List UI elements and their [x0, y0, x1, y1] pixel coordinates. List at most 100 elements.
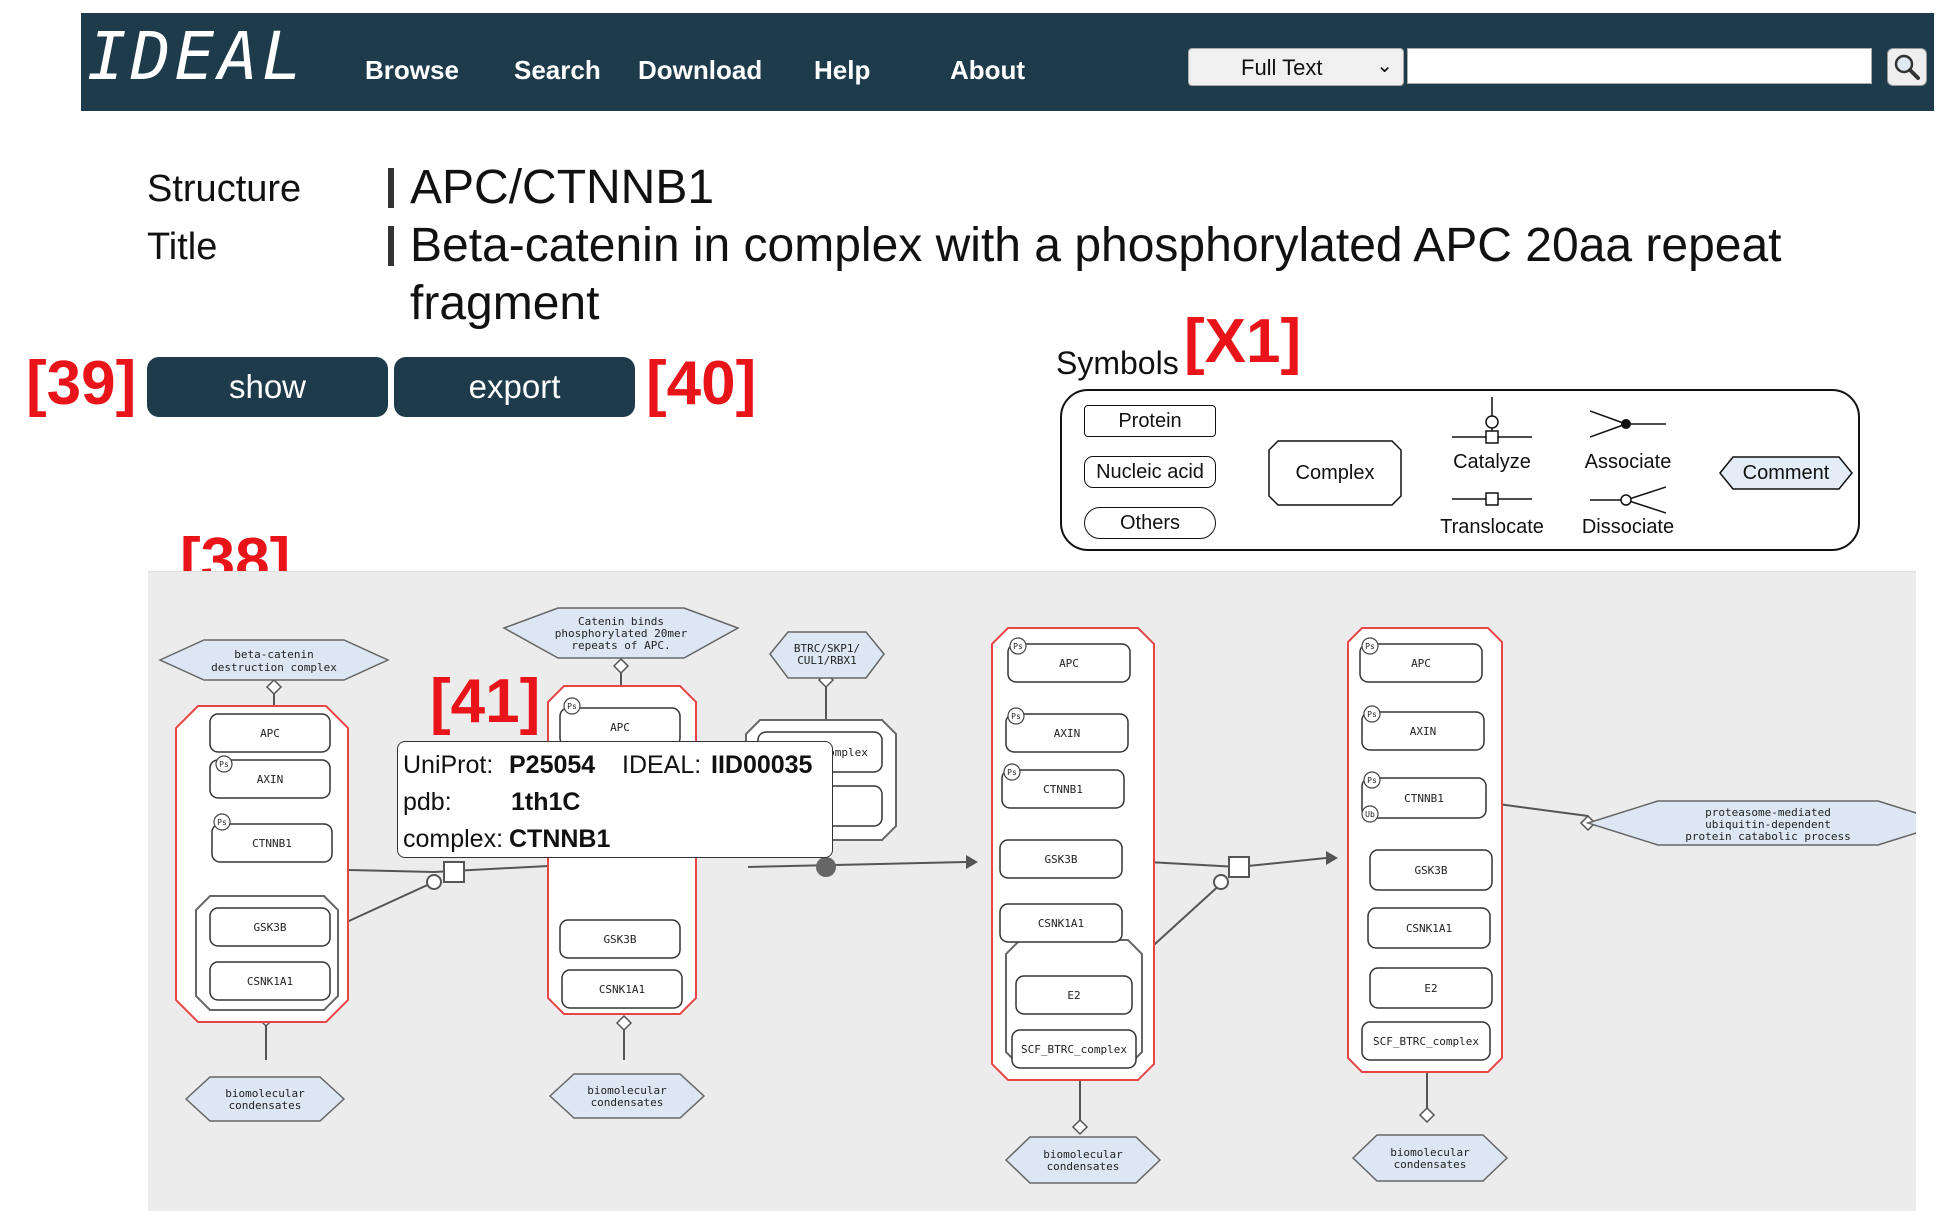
- label-ctnnb1-5: CTNNB1: [1404, 792, 1444, 805]
- ps-text: Ps: [1011, 712, 1021, 721]
- label-axin-5: AXIN: [1410, 725, 1437, 738]
- pathway-diagram: beta-catenin destruction complex Catenin…: [158, 607, 1939, 1184]
- node-csnk1a1-2[interactable]: [561, 969, 683, 1009]
- structure-value: APC/CTNNB1: [410, 161, 715, 214]
- node-tooltip: UniProt: P25054 IDEAL: IID00035 pdb: 1th…: [397, 741, 833, 858]
- nav-browse[interactable]: Browse: [365, 55, 459, 85]
- tooltip-pdb-label: pdb:: [403, 788, 452, 816]
- title-label: Title: [147, 226, 218, 268]
- label-axin-1: AXIN: [257, 773, 284, 786]
- node-apc-1[interactable]: [209, 713, 331, 753]
- node-scf-5[interactable]: [1361, 1021, 1491, 1061]
- nav-help[interactable]: Help: [814, 55, 871, 85]
- condensates-2-line2: condensates: [591, 1096, 664, 1109]
- node-axin-1[interactable]: [209, 759, 331, 799]
- top-nav-bar: IDEAL Browse Search Download Help About …: [81, 13, 1934, 111]
- legend-catalyze: Catalyze: [1453, 451, 1531, 473]
- node-csnk1a1-4[interactable]: [999, 903, 1123, 943]
- legend-others: Others: [1084, 507, 1216, 539]
- node-gsk3b-4[interactable]: [999, 839, 1123, 879]
- comment-catenin-binds[interactable]: [502, 607, 740, 659]
- node-gsk3b-1[interactable]: [209, 907, 331, 947]
- comment-condensates-3[interactable]: [1004, 1136, 1162, 1184]
- legend-dissociate: Dissociate: [1581, 516, 1675, 538]
- marker-40: [40]: [646, 349, 757, 418]
- show-button[interactable]: show: [147, 357, 388, 417]
- label-apc-5: APC: [1411, 657, 1431, 670]
- comment-proteasome[interactable]: [1585, 800, 1939, 846]
- ub-text: Ub: [1365, 810, 1375, 819]
- structure-label: Structure: [147, 168, 302, 210]
- nav-download[interactable]: Download: [638, 55, 763, 85]
- node-ctnnb1-5[interactable]: [1361, 777, 1487, 819]
- ps-marker: [1009, 637, 1027, 655]
- nav-search[interactable]: Search: [514, 55, 601, 85]
- node-gsk3b-5[interactable]: [1369, 849, 1493, 891]
- comment-proteasome-line2: ubiquitin-dependent: [1705, 818, 1831, 831]
- ps-text: Ps: [1365, 642, 1375, 651]
- ps-text: Ps: [1367, 710, 1377, 719]
- tooltip-pdb-value[interactable]: 1th1C: [511, 788, 581, 816]
- label-ctnnb1-4: CTNNB1: [1043, 783, 1083, 796]
- label-e2-5: E2: [1424, 982, 1437, 995]
- node-csnk1a1-1[interactable]: [209, 961, 331, 1001]
- ps-text: Ps: [567, 702, 577, 711]
- label-gsk3b-1: GSK3B: [253, 921, 286, 934]
- tooltip-uniprot-value[interactable]: P25054: [509, 751, 596, 779]
- node-axin-4[interactable]: [1005, 713, 1129, 753]
- tooltip-uniprot-label: UniProt:: [403, 751, 494, 779]
- comment-btrc-line2: CUL1/RBX1: [797, 654, 857, 667]
- export-button[interactable]: export: [394, 357, 635, 417]
- tooltip-ideal-label: IDEAL:: [622, 751, 702, 779]
- search-mode-value: Full Text: [1241, 55, 1323, 80]
- comment-btrc[interactable]: [769, 631, 885, 679]
- label-apc-4: APC: [1059, 657, 1079, 670]
- symbols-title: Symbols: [1056, 345, 1179, 381]
- node-e2-5[interactable]: [1369, 967, 1493, 1009]
- tooltip-ideal-value[interactable]: IID00035: [711, 751, 813, 779]
- node-ctnnb1-4[interactable]: [1001, 769, 1125, 809]
- ps-text: Ps: [219, 760, 229, 769]
- legend-associate-icon: [1590, 410, 1666, 438]
- label-scf-5: SCF_BTRC_complex: [1373, 1035, 1479, 1048]
- label-gsk3b-4: GSK3B: [1044, 853, 1077, 866]
- node-apc-4[interactable]: [1007, 643, 1131, 683]
- tooltip-complex-label: complex:: [403, 825, 504, 853]
- comment-proteasome-line1: proteasome-mediated: [1705, 806, 1831, 819]
- node-csnk1a1-5[interactable]: [1367, 907, 1491, 949]
- label-gsk3b-5: GSK3B: [1414, 864, 1447, 877]
- legend-nucleic-acid: Nucleic acid: [1084, 456, 1216, 488]
- condensates-1-line1: biomolecular: [225, 1087, 305, 1100]
- node-scf-4[interactable]: [1011, 1029, 1137, 1069]
- ideal-logo[interactable]: IDEAL: [87, 18, 306, 95]
- condensates-3-line2: condensates: [1047, 1160, 1120, 1173]
- condensates-4-line1: biomolecular: [1390, 1146, 1470, 1159]
- node-gsk3b-2[interactable]: [559, 919, 681, 959]
- search-input[interactable]: [1407, 48, 1872, 84]
- node-e2-4[interactable]: [1015, 975, 1133, 1015]
- label-gsk3b-2: GSK3B: [603, 933, 636, 946]
- node-ctnnb1-1[interactable]: [211, 823, 333, 863]
- search-icon: [1894, 54, 1920, 80]
- comment-condensates-1[interactable]: [184, 1076, 346, 1122]
- label-apc-2: APC: [610, 721, 630, 734]
- ps-text: Ps: [1007, 768, 1017, 777]
- node-apc-5[interactable]: [1359, 643, 1483, 683]
- nav-about[interactable]: About: [950, 55, 1026, 85]
- ps-marker: [1363, 771, 1381, 789]
- search-mode-select[interactable]: Full Text ⌄: [1188, 48, 1404, 86]
- comment-condensates-2[interactable]: [548, 1073, 706, 1119]
- search-button[interactable]: [1887, 48, 1927, 86]
- comment-catenin-line3: repeats of APC.: [571, 639, 670, 652]
- condensates-1-line2: condensates: [229, 1099, 302, 1112]
- comment-condensates-4[interactable]: [1351, 1134, 1509, 1182]
- ps-marker: [213, 813, 231, 831]
- legend-complex: Complex: [1295, 462, 1375, 484]
- symbols-legend: Protein Nucleic acid Others Complex Cata…: [1060, 389, 1860, 551]
- label-csnk1a1-5: CSNK1A1: [1406, 922, 1452, 935]
- pathway-canvas[interactable]: beta-catenin destruction complex Catenin…: [148, 571, 1939, 1211]
- ps-marker: [563, 697, 581, 715]
- ps-text: Ps: [1013, 642, 1023, 651]
- comment-destruction-complex[interactable]: [158, 639, 390, 681]
- node-axin-5[interactable]: [1361, 711, 1485, 751]
